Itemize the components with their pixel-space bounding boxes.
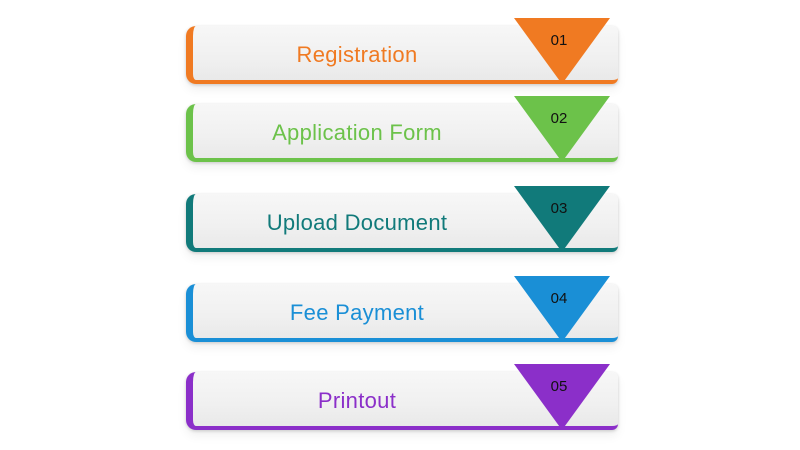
step-application-form: Application Form 02 — [186, 96, 618, 162]
step-number: 03 — [550, 200, 568, 217]
step-registration: Registration 01 — [186, 18, 618, 84]
step-upload-document: Upload Document 03 — [186, 186, 618, 252]
down-triangle-icon — [514, 186, 610, 252]
step-number: 04 — [550, 290, 568, 307]
step-printout: Printout 05 — [186, 364, 618, 430]
step-number: 01 — [550, 32, 568, 49]
step-fee-payment: Fee Payment 04 — [186, 276, 618, 342]
down-triangle-icon — [514, 276, 610, 342]
step-label: Registration — [296, 42, 418, 67]
down-triangle-icon — [514, 96, 610, 162]
step-label: Printout — [317, 388, 397, 413]
down-triangle-icon — [514, 364, 610, 430]
step-number: 02 — [550, 110, 568, 127]
step-label: Fee Payment — [289, 300, 425, 325]
down-triangle-icon — [514, 18, 610, 84]
step-number: 05 — [550, 378, 568, 395]
step-label: Upload Document — [266, 210, 448, 235]
step-label: Application Form — [272, 120, 442, 145]
